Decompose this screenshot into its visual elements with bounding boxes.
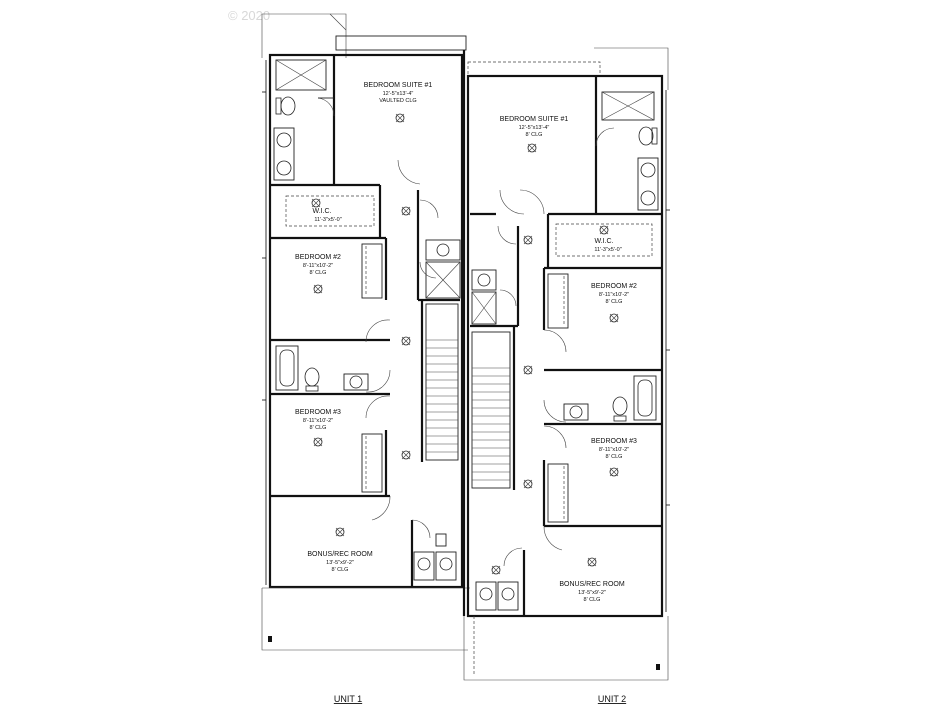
unit-2-bed2-name: BEDROOM #2 [591,283,637,290]
unit-2-outer-wall [466,74,664,618]
unit-1-plan: BEDROOM SUITE #1 12'-5"x13'-4" VAULTED C… [261,13,470,704]
unit-2-bonus-ceiling: 8' CLG [584,597,601,603]
unit-1-label: UNIT 1 [334,694,362,704]
unit-1-bed2-ceiling: 8' CLG [310,270,327,276]
unit-1-bed3-ceiling: 8' CLG [310,425,327,431]
unit-2-bonus-size: 13'-5"x9'-2" [578,590,606,596]
unit-1-light-fixtures [311,113,411,537]
unit-1-outer-wall [268,53,464,589]
unit-2-wic-name: W.I.C. [594,238,613,245]
unit-2-suite-ceiling: 8' CLG [526,132,543,138]
unit-1-wic-name: W.I.C. [312,208,331,215]
unit-1-suite-ceiling: VAULTED CLG [379,98,416,104]
unit-1-bed2-name: BEDROOM #2 [295,254,341,261]
unit-2-wic-size: 11'-3"x5'-0" [594,247,621,253]
unit-1-stair-treads [426,339,458,453]
unit-2-bonus-name: BONUS/REC ROOM [559,581,625,588]
unit-2-bed3-ceiling: 8' CLG [606,454,623,460]
unit-2-bed2-ceiling: 8' CLG [606,299,623,305]
unit-1-wic-size: 11'-3"x5'-0" [314,217,341,223]
copyright-watermark: © 2020 [228,8,270,23]
unit-2-suite-size: 12'-5"x13'-4" [519,125,550,131]
unit-1-suite-size: 12'-5"x13'-4" [383,91,414,97]
unit-1-bonus-ceiling: 8' CLG [332,567,349,573]
unit-1-bed3-name: BEDROOM #3 [295,409,341,416]
unit-1-bed2-size: 8'-11"x10'-2" [303,263,333,269]
unit-2-bed3-name: BEDROOM #3 [591,438,637,445]
unit-1-suite-name: BEDROOM SUITE #1 [364,82,433,89]
unit-2-plan: BEDROOM SUITE #1 12'-5"x13'-4" 8' CLG W.… [463,47,670,704]
unit-1-bed3-size: 8'-11"x10'-2" [303,418,333,424]
unit-2-light-fixtures [491,143,619,575]
unit-2-label: UNIT 2 [598,694,626,704]
unit-2-bed3-size: 8'-11"x10'-2" [599,447,629,453]
unit-2-suite-name: BEDROOM SUITE #1 [500,116,569,123]
unit-2-bed2-size: 8'-11"x10'-2" [599,292,629,298]
unit-2-stair-treads [472,367,510,481]
unit-1-bonus-size: 13'-5"x9'-2" [326,560,354,566]
unit-1-bonus-name: BONUS/REC ROOM [307,551,373,558]
